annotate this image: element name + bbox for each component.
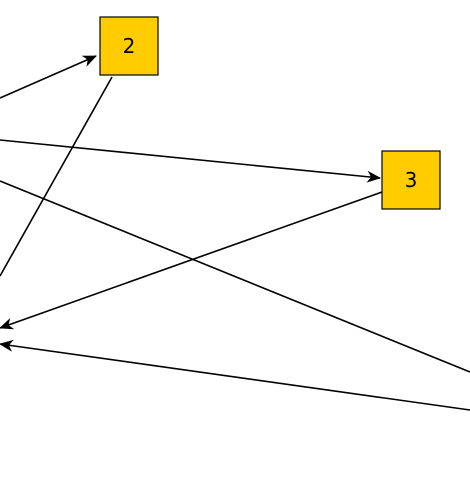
edge-node-3-to-left bbox=[0, 191, 383, 330]
node-2-label: 2 bbox=[123, 34, 136, 58]
node-2: 2 bbox=[99, 16, 159, 76]
node-3-label: 3 bbox=[405, 168, 418, 192]
edge-left-to-right bbox=[0, 180, 470, 373]
edge-left-to-node-3 bbox=[0, 139, 381, 183]
edge-node-2-to-left bbox=[0, 76, 113, 277]
node-3-box bbox=[381, 150, 441, 210]
edge-right-to-left bbox=[0, 339, 470, 411]
node-3: 3 bbox=[381, 150, 441, 210]
edge-left-to-node-2 bbox=[0, 55, 97, 99]
node-2-box bbox=[99, 16, 159, 76]
